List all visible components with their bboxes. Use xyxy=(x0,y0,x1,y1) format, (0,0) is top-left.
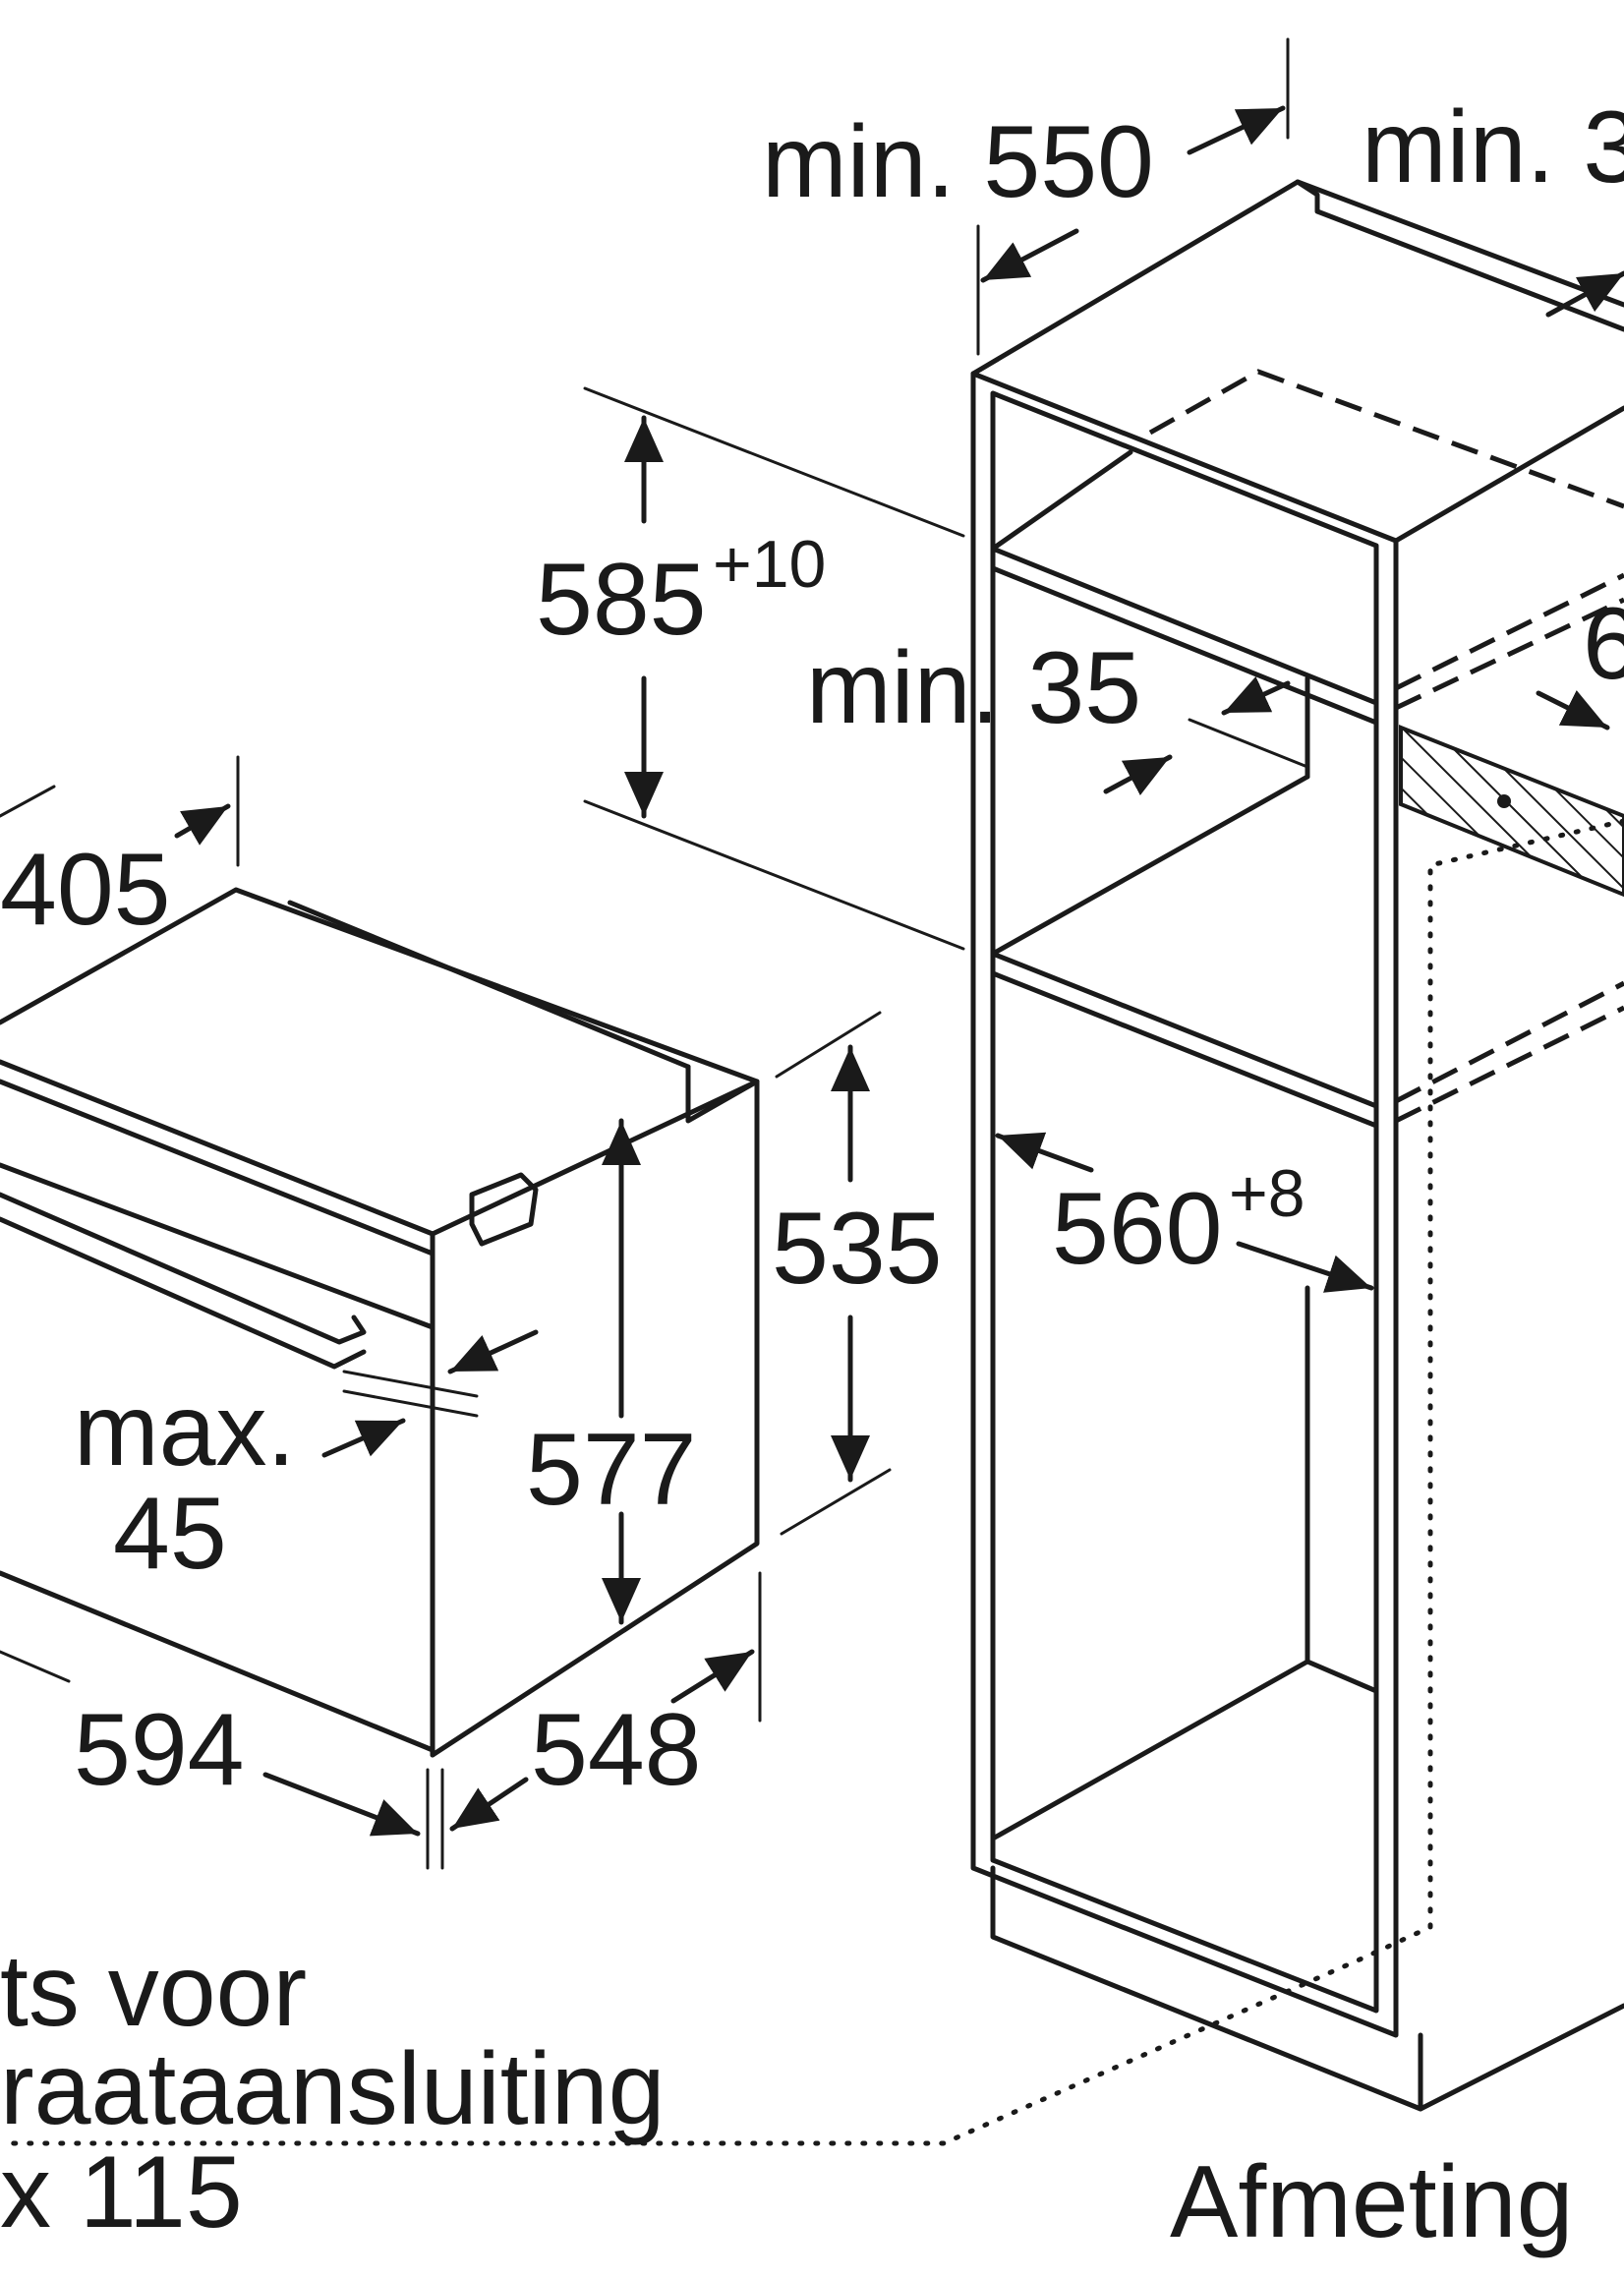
note-line-1: ts voor xyxy=(0,1934,307,2048)
label-max-45: 45 xyxy=(113,1477,227,1591)
hatched-area-icon xyxy=(1399,725,1624,898)
label-max: max. xyxy=(74,1373,295,1488)
label-min-3: min. 3 xyxy=(1362,90,1624,205)
caption-afmeting: Afmeting xyxy=(1170,2145,1573,2259)
label-560: 560 xyxy=(1052,1172,1223,1286)
label-577: 577 xyxy=(526,1413,697,1527)
label-585: 585 xyxy=(536,543,707,657)
label-min-550: min. 550 xyxy=(762,105,1154,219)
label-560-tolerance: +8 xyxy=(1229,1156,1305,1231)
oven-drawing-icon xyxy=(0,887,760,1758)
label-548: 548 xyxy=(531,1693,702,1807)
label-594: 594 xyxy=(74,1693,245,1807)
label-6: 6 xyxy=(1583,587,1624,701)
note-line-2: raataansluiting xyxy=(0,2032,665,2146)
note-line-3: x 115 xyxy=(0,2135,243,2250)
label-min-35: min. 35 xyxy=(806,631,1141,745)
label-585-tolerance: +10 xyxy=(713,527,826,602)
label-405: 405 xyxy=(0,833,171,947)
dimension-lines xyxy=(0,37,1624,1870)
label-535: 535 xyxy=(772,1192,943,1306)
dimension-labels: min. 550 min. 3 585 +10 min. 35 6 405 53… xyxy=(0,90,1624,1807)
notes: ts voor raataansluiting x 115 Afmeting xyxy=(0,1934,1573,2259)
